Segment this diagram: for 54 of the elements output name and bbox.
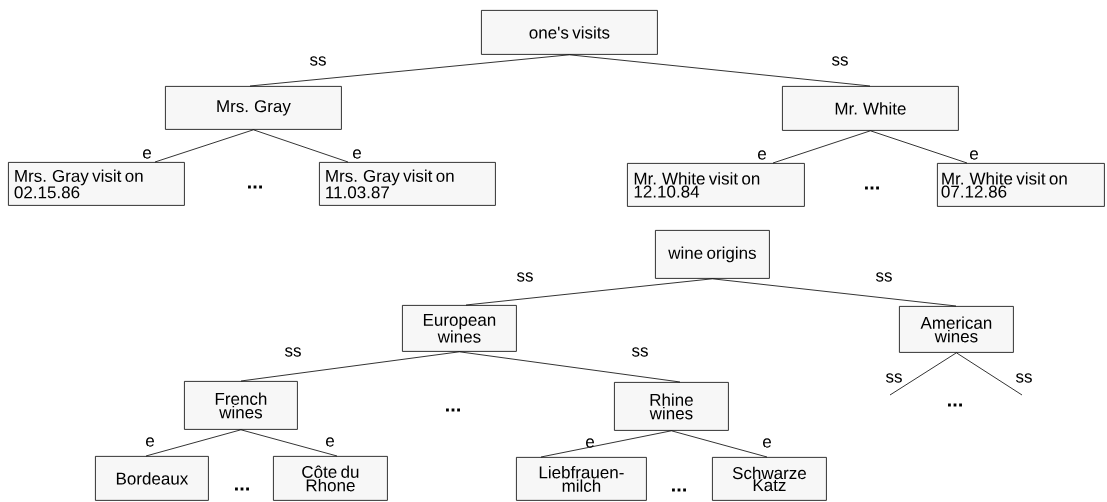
tree-box: Liebfrauen- milch [516,457,647,501]
tree-box: Mrs. Gray [165,86,342,130]
ellipsis: ... [235,487,249,491]
ellipsis: ... [248,185,262,189]
tree-box: French wines [184,381,298,430]
edge-label: e [146,437,154,447]
edge-label: e [143,149,151,159]
edge-label: e [353,149,361,159]
tree-line [154,129,254,163]
edge-label: ss [1016,373,1032,383]
edge-label: e [970,150,978,160]
tree-line [772,130,871,164]
tree-box: Schwarze Katz [712,457,827,501]
ellipsis: ... [446,408,460,412]
tree-box: Mrs. Gray visit on 02.15.86 [8,162,185,206]
tree-box: Bordeaux [95,456,209,501]
edge-label: e [586,438,594,448]
edge-label: ss [310,56,326,66]
tree-box: wine origins [655,230,770,279]
tree-box: European wines [402,305,517,352]
edge-label: ss [285,347,301,357]
ellipsis: ... [948,403,962,407]
edge-label: ss [832,56,848,66]
edge-label: e [326,437,334,447]
tree-box: Mr. White [782,86,959,131]
tree-line [671,430,768,458]
tree-line [712,278,957,307]
tree-box: one's visits [481,10,658,55]
ellipsis: ... [672,488,686,492]
tree-line [569,54,871,87]
tree-line [145,429,242,457]
edge-label: ss [876,272,892,282]
tree-line [465,278,713,306]
tree-line [249,54,570,87]
tree-box: Mrs. Gray visit on 11.03.87 [319,162,496,206]
edge-label: ss [886,373,902,383]
tree-line [540,430,672,458]
tree-line [240,429,338,457]
ellipsis: ... [865,186,879,190]
tree-box: Mr. White visit on 07.12.86 [937,163,1105,207]
edge-label: ss [517,272,533,282]
edge-label: e [758,150,766,160]
edge-label: ss [632,347,648,357]
tree-box: Rhine wines [614,382,729,431]
tree-line [253,129,349,163]
tree-line [870,130,968,164]
tree-line [956,352,1023,396]
tree-line [889,352,957,396]
tree-box: American wines [899,306,1014,353]
tree-line [240,351,460,382]
tree-box: Mr. White visit on 12.10.84 [627,163,805,207]
tree-box: Côte du Rhone [273,456,388,501]
edge-label: e [763,438,771,448]
tree-line [459,351,681,383]
